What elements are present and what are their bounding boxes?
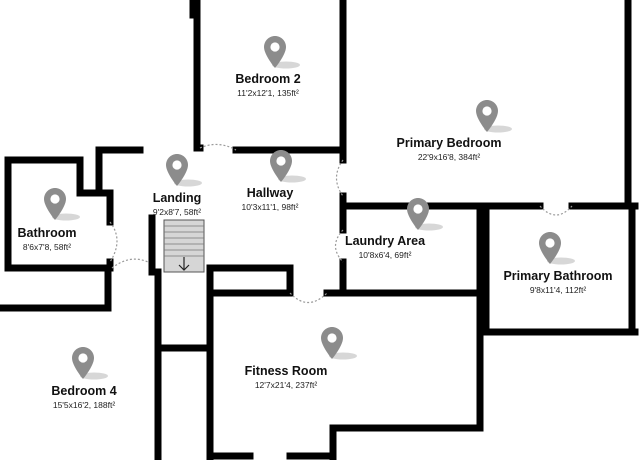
room-dimensions: 9'8x11'4, 112ft²	[529, 285, 587, 295]
room-dimensions: 22'9x16'8, 384ft²	[417, 152, 481, 162]
room-name: Bedroom 4	[51, 384, 117, 398]
room-label-landing: Landing 9'2x8'7, 58ft²	[153, 191, 202, 218]
location-pin-icon[interactable]	[405, 196, 443, 232]
room-label-bedroom-2: Bedroom 2 11'2x12'1, 135ft²	[235, 72, 300, 99]
room-name: Primary Bathroom	[503, 269, 613, 283]
room-label-bedroom-4: Bedroom 4 15'5x16'2, 188ft²	[51, 384, 116, 411]
room-dimensions: 15'5x16'2, 188ft²	[52, 400, 116, 410]
room-dimensions: 11'2x12'1, 135ft²	[237, 88, 299, 98]
room-dimensions: 9'2x8'7, 58ft²	[152, 207, 202, 217]
room-dimensions: 12'7x21'4, 237ft²	[254, 380, 318, 390]
room-label-hallway: Hallway 10'3x11'1, 98ft²	[242, 186, 299, 213]
location-pin-icon[interactable]	[262, 34, 300, 70]
staircase	[163, 219, 205, 273]
room-name: Bedroom 2	[235, 72, 301, 86]
room-name: Hallway	[246, 186, 294, 200]
room-name: Primary Bedroom	[396, 136, 502, 150]
room-dimensions: 10'3x11'1, 98ft²	[241, 202, 299, 212]
room-name: Bathroom	[17, 226, 77, 240]
doors	[109, 143, 573, 304]
location-pin-icon[interactable]	[268, 148, 306, 184]
location-pin-icon[interactable]	[319, 325, 357, 361]
location-pin-icon[interactable]	[164, 152, 202, 188]
location-pin-icon[interactable]	[537, 230, 575, 266]
room-label-fitness-room: Fitness Room 12'7x21'4, 237ft²	[245, 364, 328, 391]
room-name: Laundry Area	[344, 234, 426, 248]
room-name: Landing	[152, 191, 202, 205]
location-pin-icon[interactable]	[42, 186, 80, 222]
location-pin-icon[interactable]	[474, 98, 512, 134]
room-label-bathroom: Bathroom 8'6x7'8, 58ft²	[17, 226, 76, 253]
room-dimensions: 8'6x7'8, 58ft²	[22, 242, 72, 252]
room-label-laundry-area: Laundry Area 10'8x6'4, 69ft²	[345, 234, 425, 261]
room-label-primary-bathroom: Primary Bathroom 9'8x11'4, 112ft²	[503, 269, 612, 296]
location-pin-icon[interactable]	[70, 345, 108, 381]
room-dimensions: 10'8x6'4, 69ft²	[358, 250, 412, 260]
room-name: Fitness Room	[244, 364, 328, 378]
room-label-primary-bedroom: Primary Bedroom 22'9x16'8, 384ft²	[397, 136, 502, 163]
stair-arrow-icon	[178, 257, 190, 271]
